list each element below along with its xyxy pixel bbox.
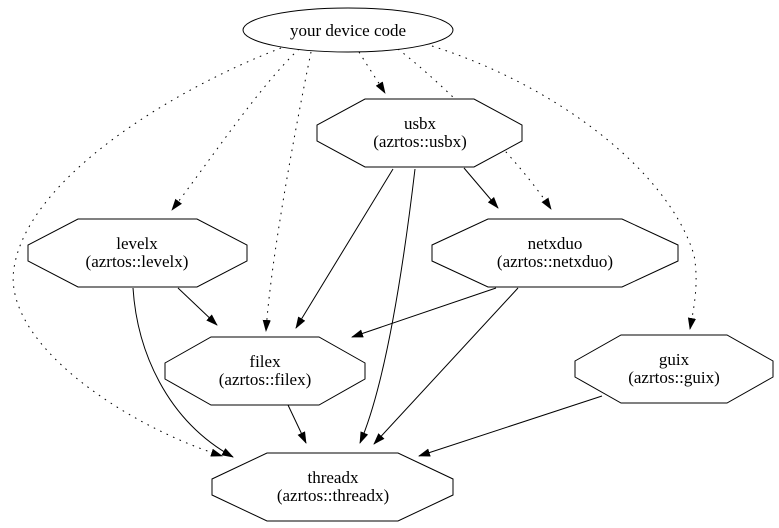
node-netxduo: netxduo (azrtos::netxduo) bbox=[431, 218, 679, 288]
node-filex-shape bbox=[164, 336, 366, 406]
node-filex-label: filex bbox=[249, 352, 281, 371]
edge-device-filex bbox=[262, 51, 312, 332]
node-guix-sublabel: (azrtos::guix) bbox=[628, 368, 720, 387]
edge-netxduo-filex bbox=[351, 287, 497, 338]
node-netxduo-shape bbox=[431, 218, 679, 288]
edge-netxduo-threadx bbox=[373, 287, 519, 445]
node-usbx-label: usbx bbox=[404, 114, 437, 133]
edge-filex-threadx bbox=[287, 404, 307, 444]
node-usbx-shape bbox=[316, 98, 523, 168]
node-device-shape bbox=[242, 7, 454, 53]
edge-device-levelx bbox=[171, 48, 300, 211]
node-usbx-sublabel: (azrtos::usbx) bbox=[373, 132, 466, 151]
node-guix-shape bbox=[574, 334, 774, 404]
edge-usbx-filex bbox=[295, 168, 394, 329]
node-threadx-shape bbox=[211, 452, 454, 522]
node-levelx-sublabel: (azrtos::levelx) bbox=[86, 252, 189, 271]
node-levelx-label: levelx bbox=[116, 234, 158, 253]
node-device-label: your device code bbox=[290, 21, 406, 40]
edge-device-usbx bbox=[358, 51, 386, 94]
edge-levelx-threadx bbox=[132, 287, 234, 458]
node-threadx-label: threadx bbox=[308, 468, 359, 487]
node-levelx-shape bbox=[27, 218, 248, 288]
edges-layer bbox=[12, 45, 697, 458]
edge-device-threadx bbox=[12, 47, 282, 457]
node-netxduo-label: netxduo bbox=[528, 234, 583, 253]
edge-guix-threadx bbox=[418, 395, 603, 457]
edge-usbx-threadx bbox=[359, 168, 416, 444]
edge-usbx-netxduo bbox=[463, 167, 499, 209]
node-levelx: levelx (azrtos::levelx) bbox=[27, 218, 248, 288]
node-filex-sublabel: (azrtos::filex) bbox=[219, 370, 312, 389]
node-threadx-sublabel: (azrtos::threadx) bbox=[277, 486, 389, 505]
node-usbx: usbx (azrtos::usbx) bbox=[316, 98, 523, 168]
node-threadx: threadx (azrtos::threadx) bbox=[211, 452, 454, 522]
node-device: your device code bbox=[242, 7, 454, 53]
node-guix-label: guix bbox=[659, 350, 690, 369]
node-guix: guix (azrtos::guix) bbox=[574, 334, 774, 404]
node-filex: filex (azrtos::filex) bbox=[164, 336, 366, 406]
edge-levelx-filex bbox=[177, 287, 218, 326]
nodes-layer: your device code usbx (azrtos::usbx) lev… bbox=[27, 7, 774, 522]
node-netxduo-sublabel: (azrtos::netxduo) bbox=[497, 252, 613, 271]
